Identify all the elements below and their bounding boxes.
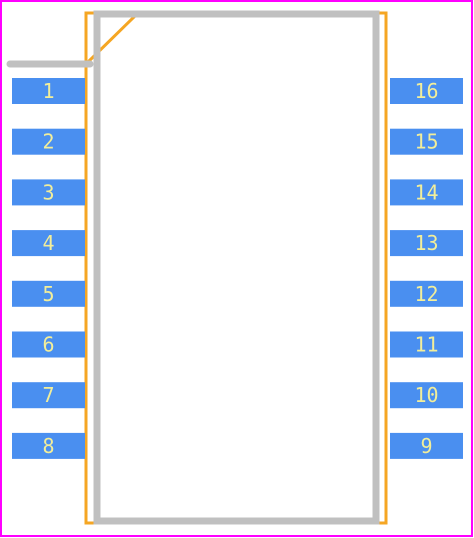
pad-label-left: 7: [42, 383, 54, 407]
pad-right: [390, 179, 463, 206]
pad-left: [12, 280, 85, 307]
pad-left: [12, 382, 85, 409]
pad-label-right: 16: [414, 79, 438, 103]
pad-label-right: 12: [414, 282, 438, 306]
pad-label-right: 14: [414, 180, 438, 204]
pad-label-right: 9: [420, 434, 432, 458]
pad-right: [390, 128, 463, 155]
pad-label-right: 13: [414, 231, 438, 255]
pad-right: [390, 382, 463, 409]
pad-left: [12, 230, 85, 257]
pad-label-left: 8: [42, 434, 54, 458]
right-pad-column: 16 15 14 13 12 11 10 9: [390, 78, 463, 459]
pad-right: [390, 432, 463, 459]
pad-left: [12, 432, 85, 459]
left-pad-column: 1 2 3 4 5 6 7 8: [12, 78, 85, 459]
pad-right: [390, 331, 463, 358]
silkscreen-body: [93, 10, 380, 525]
pad-label-left: 4: [42, 231, 54, 255]
pad-label-right: 10: [414, 383, 438, 407]
pad-left: [12, 128, 85, 155]
courtyard-outline: [84, 11, 388, 525]
pad-right: [390, 230, 463, 257]
pad-left: [12, 179, 85, 206]
pad-right: [390, 78, 463, 104]
pad-label-right: 15: [414, 130, 438, 154]
pad-right: [390, 280, 463, 307]
pad-left: [12, 78, 85, 104]
pad-label-left: 2: [42, 130, 54, 154]
pad-label-left: 5: [42, 282, 54, 306]
pad-label-left: 6: [42, 333, 54, 357]
pad-left: [12, 331, 85, 358]
pad-label-left: 1: [42, 79, 54, 103]
pad-label-right: 11: [414, 333, 438, 357]
pad-label-left: 3: [42, 180, 54, 204]
